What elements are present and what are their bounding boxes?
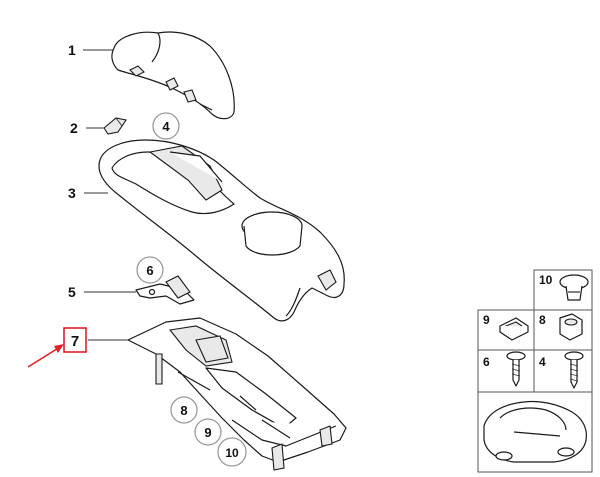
legend-label-10: 10	[539, 273, 553, 287]
callout-circle-6: 6	[136, 256, 164, 284]
spring-nut-icon	[499, 317, 529, 341]
label-part-7: 7	[71, 333, 79, 350]
label-part-5: 5	[68, 284, 76, 300]
screw-icon	[564, 351, 584, 389]
hex-nut-icon	[559, 313, 583, 341]
callout-9-text: 9	[204, 425, 211, 440]
mounting-bracket	[135, 275, 195, 305]
legend-label-6: 6	[483, 355, 490, 369]
console-carrier-frame	[127, 317, 347, 471]
screw-icon	[506, 351, 526, 387]
callout-10-text: 10	[225, 446, 239, 460]
highlight-arrow	[27, 344, 64, 368]
push-clip-icon	[559, 274, 589, 301]
legend-label-4: 4	[539, 355, 546, 369]
callout-circle-4: 4	[152, 112, 180, 140]
legend-label-9: 9	[483, 313, 490, 327]
callout-8-text: 8	[180, 403, 187, 418]
callout-4-text: 4	[162, 119, 170, 134]
highlight-box-7	[63, 327, 87, 353]
label-part-3: 3	[68, 185, 76, 201]
hardware-legend: 10 9 8 6 4	[477, 269, 593, 473]
callout-6-text: 6	[146, 263, 153, 278]
legend-label-8: 8	[539, 313, 546, 327]
trim-clip	[103, 117, 127, 135]
callout-circle-10: 10	[217, 437, 247, 467]
car-silhouette-icon	[483, 400, 587, 463]
label-part-2: 2	[70, 120, 78, 136]
label-part-1: 1	[68, 42, 76, 58]
callout-circle-8: 8	[170, 396, 198, 424]
callout-circle-9: 9	[194, 418, 222, 446]
center-console	[98, 139, 345, 322]
armrest-lid	[111, 31, 235, 120]
